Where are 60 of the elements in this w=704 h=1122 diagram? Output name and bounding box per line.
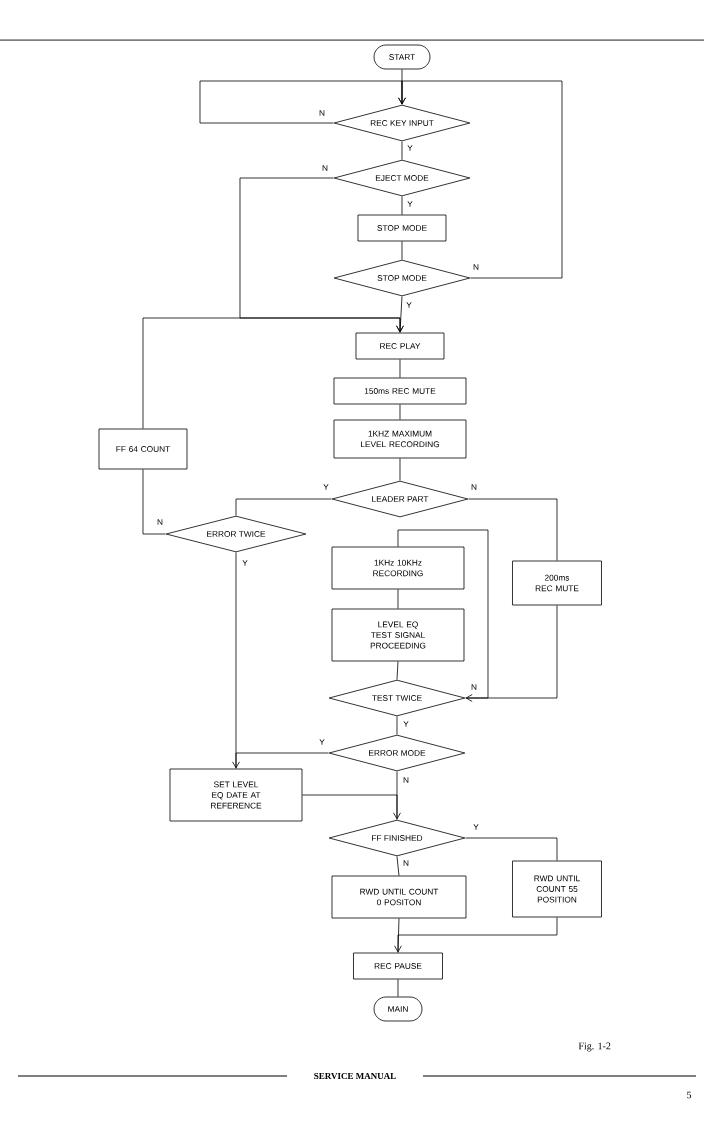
process-box: FF 64 COUNT [98,428,188,470]
process-box: REC PLAY [355,332,445,360]
connector-line [396,661,399,680]
connector-line [399,458,401,481]
terminal-box: START [373,44,431,70]
edge-label: Y [403,721,409,727]
process-box: SET LEVEL EQ DATE AT REFERENCE [169,768,303,822]
connector-line [396,856,400,876]
connector-line [235,552,237,769]
connector-line [399,296,403,333]
connector-line [399,404,401,420]
figure-caption: Fig. 1-2 [578,1042,611,1052]
connector-line [396,716,398,735]
connector-line [401,69,403,105]
arrow [398,80,563,279]
edge-label: N [403,777,409,783]
connector-line [465,837,558,861]
process-box: 200ms REC MUTE [512,560,602,606]
edge-label: Y [407,201,413,207]
edge-label: N [471,684,477,690]
edge-label: Y [242,560,248,566]
process-box: STOP MODE [357,214,447,242]
connector-line [397,918,400,953]
process-box: RWD UNTIL COUNT 55 POSITION [512,860,602,918]
connector-line [468,498,558,561]
edge-label: N [322,165,328,171]
process-box: 1KHZ MAXIMUM LEVEL RECORDING [333,419,467,459]
edge-label: N [403,860,409,866]
terminal-box: MAIN [373,996,423,1022]
page-number: 5 [687,1091,692,1099]
arrow [465,605,558,702]
edge-label: Y [406,302,412,308]
connector-line [397,589,399,609]
edge-label: N [471,484,477,490]
process-box: 1KHz 10KHz RECORDING [331,546,465,590]
edge-label: N [319,110,325,116]
connector-line [397,529,489,699]
connector-line [401,141,403,160]
edge-label: Y [323,484,329,490]
edge-label: Y [319,739,325,745]
arrow [394,917,558,953]
footer-title: SERVICE MANUAL [314,1072,396,1080]
edge-label: Y [473,824,479,830]
connector-line [142,469,166,535]
connector-line [401,241,403,260]
process-box: REC PAUSE [353,952,443,980]
edge-label: N [157,519,163,525]
arrow [142,317,404,429]
connector-line [396,771,398,820]
connector-line [397,979,399,997]
process-box: RWD UNTIL COUNT 0 POSITON [331,875,467,919]
edge-label: Y [407,145,413,151]
connector-line [235,498,332,516]
connector-line [399,359,401,378]
edge-label: N [473,264,479,270]
connector-line [401,196,403,215]
process-box: LEVEL EQ TEST SIGNAL PROCEEDING [331,608,465,662]
arrow [302,794,401,820]
arrow [232,752,329,769]
process-box: 150ms REC MUTE [333,377,467,405]
